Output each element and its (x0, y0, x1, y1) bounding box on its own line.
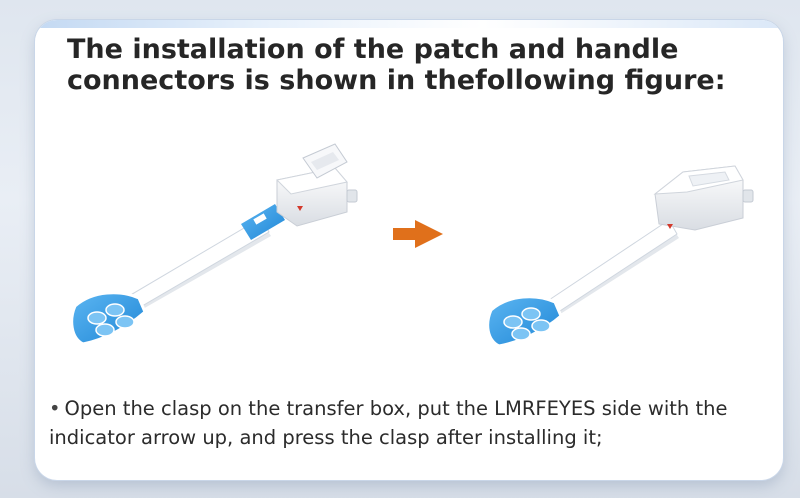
installation-figure (35, 120, 783, 370)
orange-right-arrow-icon (393, 220, 443, 248)
bullet-marker: • (49, 397, 61, 420)
page-title: The installation of the patch and handle… (67, 34, 726, 96)
instruction-text: •Open the clasp on the transfer box, put… (49, 394, 774, 452)
patch-before-installation (70, 143, 358, 346)
instruction-body: Open the clasp on the transfer box, put … (49, 397, 728, 449)
patch-after-installation (486, 165, 754, 348)
content-card: The installation of the patch and handle… (35, 20, 783, 480)
